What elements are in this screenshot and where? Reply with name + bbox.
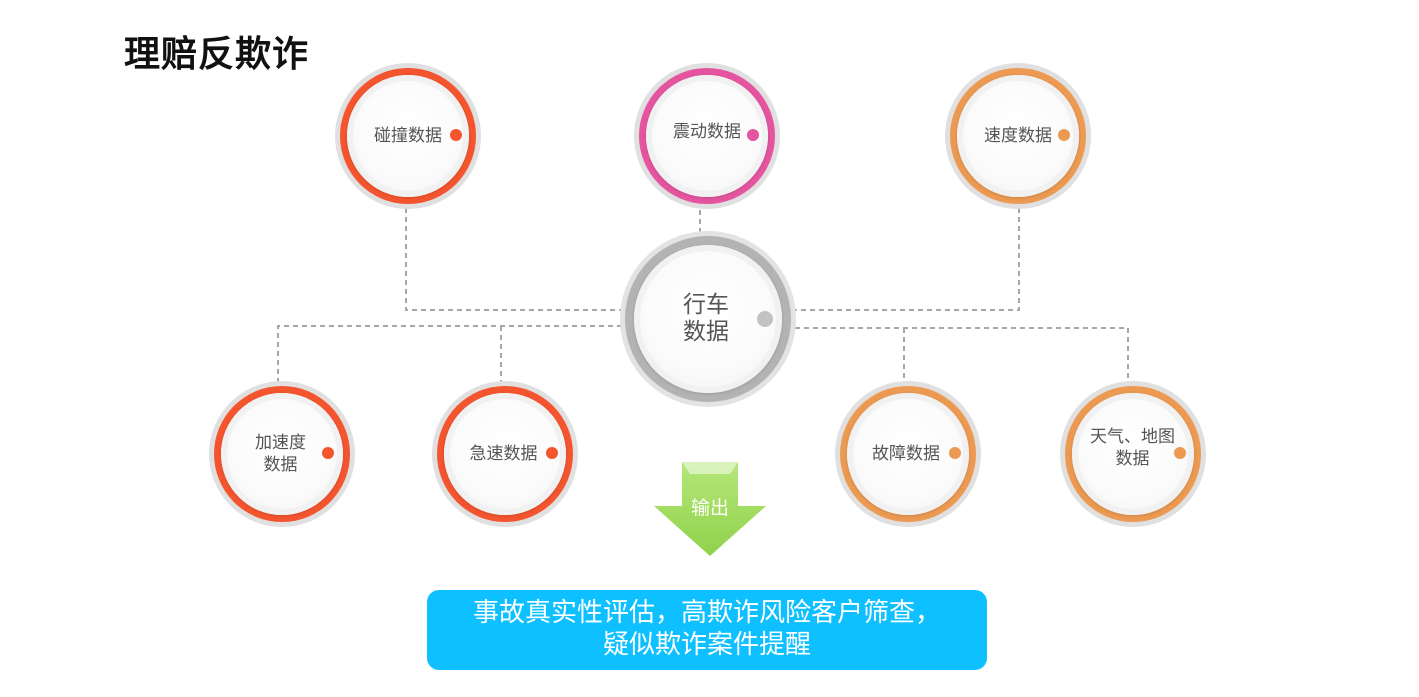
status-dot xyxy=(949,447,961,459)
node-label: 故障数据 xyxy=(872,444,940,464)
node-label: 加速度 数据 xyxy=(206,432,355,476)
connector-left-branch xyxy=(277,325,622,382)
output-line2: 疑似欺诈案件提醒 xyxy=(602,630,811,660)
node-label: 天气、地图 数据 xyxy=(1059,426,1206,470)
status-dot xyxy=(322,447,334,459)
status-dot xyxy=(747,129,759,141)
node-label: 震动数据 xyxy=(673,122,741,142)
status-dot xyxy=(757,311,773,327)
node-label-line2: 数据 xyxy=(1115,449,1150,469)
page-title: 理赔反欺诈 xyxy=(124,34,310,75)
node-weather-map-data: 天气、地图 数据 xyxy=(1060,381,1206,527)
status-dot xyxy=(450,129,462,141)
output-line1: 事故真实性评估，高欺诈风险客户筛查， xyxy=(472,598,941,628)
output-arrow-icon xyxy=(654,462,766,556)
node-rapid-speed-data: 急速数据 xyxy=(432,381,578,527)
connector-collision xyxy=(405,208,622,311)
connector-speed xyxy=(795,208,1020,311)
node-speed-data: 速度数据 xyxy=(945,63,1091,209)
center-label-line1: 行车 xyxy=(683,292,729,318)
status-dot xyxy=(546,447,558,459)
output-box: 事故真实性评估，高欺诈风险客户筛查， 疑似欺诈案件提醒 xyxy=(427,590,987,670)
node-label: 急速数据 xyxy=(469,444,538,464)
node-label-line1: 天气、地图 xyxy=(1090,427,1175,447)
center-label: 行车 数据 xyxy=(616,292,796,346)
arrow-label: 输出 xyxy=(690,497,729,519)
node-acceleration-data: 加速度 数据 xyxy=(209,381,355,527)
center-label-line2: 数据 xyxy=(683,319,729,345)
node-label: 碰撞数据 xyxy=(374,126,442,146)
connector-right-branch xyxy=(795,327,1129,382)
status-dot xyxy=(1058,129,1070,141)
node-vibration-data: 震动数据 xyxy=(634,63,780,209)
node-collision-data: 碰撞数据 xyxy=(335,63,481,209)
node-label-line1: 加速度 xyxy=(255,433,306,453)
node-label-line2: 数据 xyxy=(263,455,298,475)
status-dot xyxy=(1174,447,1186,459)
node-fault-data: 故障数据 xyxy=(835,381,981,527)
node-driving-data: 行车 数据 xyxy=(620,231,796,407)
node-label: 速度数据 xyxy=(984,126,1052,146)
